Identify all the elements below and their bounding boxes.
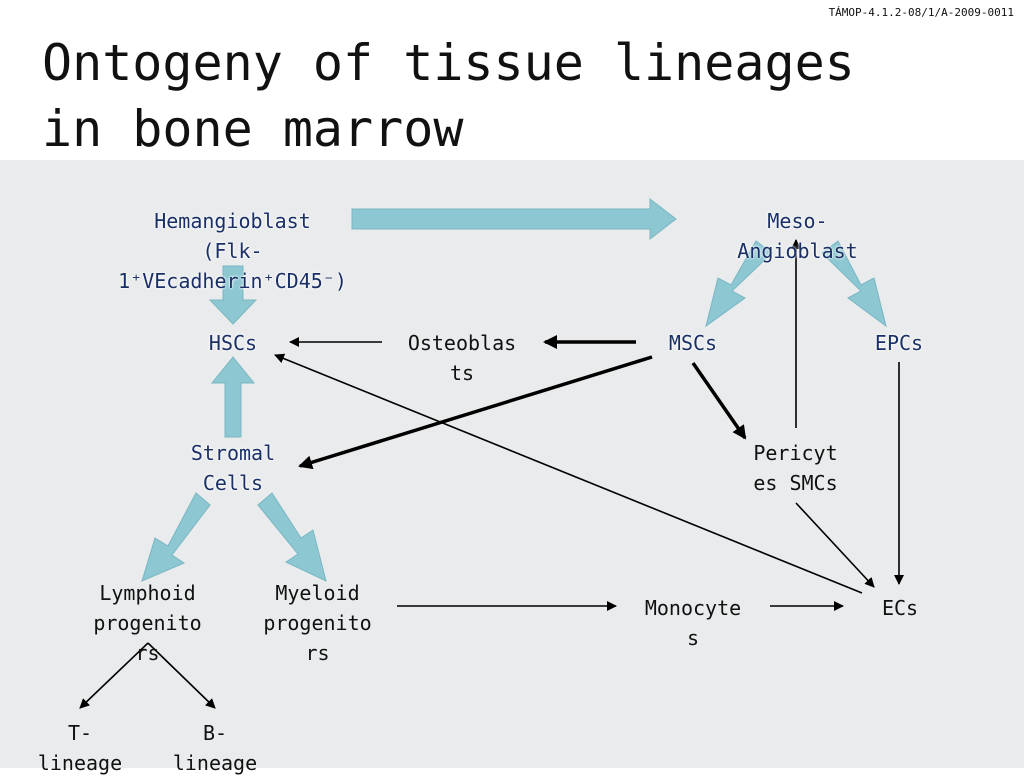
node-meso-angioblast-line1: Meso- [767,209,828,233]
node-t-lineage-line2: lineage [37,751,123,775]
project-code: TÁMOP-4.1.2-08/1/A-2009-0011 [828,6,1014,19]
node-monocytes-line1: Monocyte [644,596,742,620]
arrow-stromal-to-myeloid [257,492,327,582]
node-myeloid-line1: Myeloid [275,581,360,605]
arrow-mesoangioblast-to-mscs [705,240,773,328]
node-epcs: EPCs [849,328,949,358]
node-t-lineage: T- lineage [15,718,145,778]
node-b-lineage: B- lineage [150,718,280,778]
node-monocytes: Monocyte s [618,593,768,653]
node-hemangioblast: Hemangioblast (Flk- 1⁺VEcadherin⁺CD45⁻) [60,206,405,296]
node-meso-angioblast: Meso- Angioblast [705,206,890,266]
node-hemangioblast-line2: (Flk- [202,239,263,263]
arrow-mscs-to-stromal [298,355,653,470]
node-monocytes-line2: s [686,626,700,650]
node-mscs: MSCs [643,328,743,358]
arrow-pericytes-to-ecs [795,502,875,588]
node-lymphoid-line3: rs [135,641,160,665]
node-pericytes-smcs-line1: Pericyt [753,441,838,465]
arrow-stromal-to-hscs [210,356,256,438]
arrow-mscs-to-pericytes [691,362,747,440]
node-t-lineage-line1: T- [67,721,93,745]
node-b-lineage-line2: lineage [172,751,258,775]
arrow-hemangioblast-to-hscs [208,265,258,325]
node-osteoblasts-line1: Osteoblas [407,331,517,355]
node-myeloid-line2: progenito [263,611,372,635]
node-epcs-label: EPCs [874,331,924,355]
node-myeloid-line3: rs [305,641,330,665]
arrow-ecs-to-hscs [274,353,863,594]
node-myeloid-progenitors: Myeloid progenito rs [240,578,395,668]
node-lymphoid-line2: progenito [93,611,202,635]
node-pericytes-smcs: Pericyt es SMCs [728,438,863,498]
slide-title: Ontogeny of tissue lineages in bone marr… [42,30,1002,162]
node-b-lineage-line1: B- [202,721,228,745]
node-mscs-label: MSCs [668,331,718,355]
node-stromal-cells-line2: Cells [202,471,264,495]
node-lymphoid-line1: Lymphoid [99,581,196,605]
node-hscs-label: HSCs [208,331,258,355]
diagram-panel [0,160,1024,768]
title-line-1: Ontogeny of tissue lineages [42,34,855,92]
node-meso-angioblast-line2: Angioblast [737,239,858,263]
node-stromal-cells-line1: Stromal [190,441,276,465]
arrow-lymphoid-to-b-lineage [147,642,216,709]
arrow-lymphoid-to-t-lineage [79,642,149,709]
node-hscs: HSCs [183,328,283,358]
node-hemangioblast-line3: 1⁺VEcadherin⁺CD45⁻) [118,269,347,293]
node-pericytes-smcs-line2: es SMCs [753,471,838,495]
arrow-mesoangioblast-to-epcs [821,240,887,328]
node-ecs-label: ECs [881,596,919,620]
node-osteoblasts-line2: ts [449,361,475,385]
node-ecs: ECs [860,593,940,623]
arrow-hemangioblast-to-mesoangioblast [351,197,677,241]
node-lymphoid-progenitors: Lymphoid progenito rs [70,578,225,668]
arrow-stromal-to-lymphoid [141,492,211,582]
node-hemangioblast-line1: Hemangioblast [154,209,311,233]
node-stromal-cells: Stromal Cells [163,438,303,498]
node-osteoblasts: Osteoblas ts [382,328,542,388]
title-line-2: in bone marrow [42,100,464,158]
